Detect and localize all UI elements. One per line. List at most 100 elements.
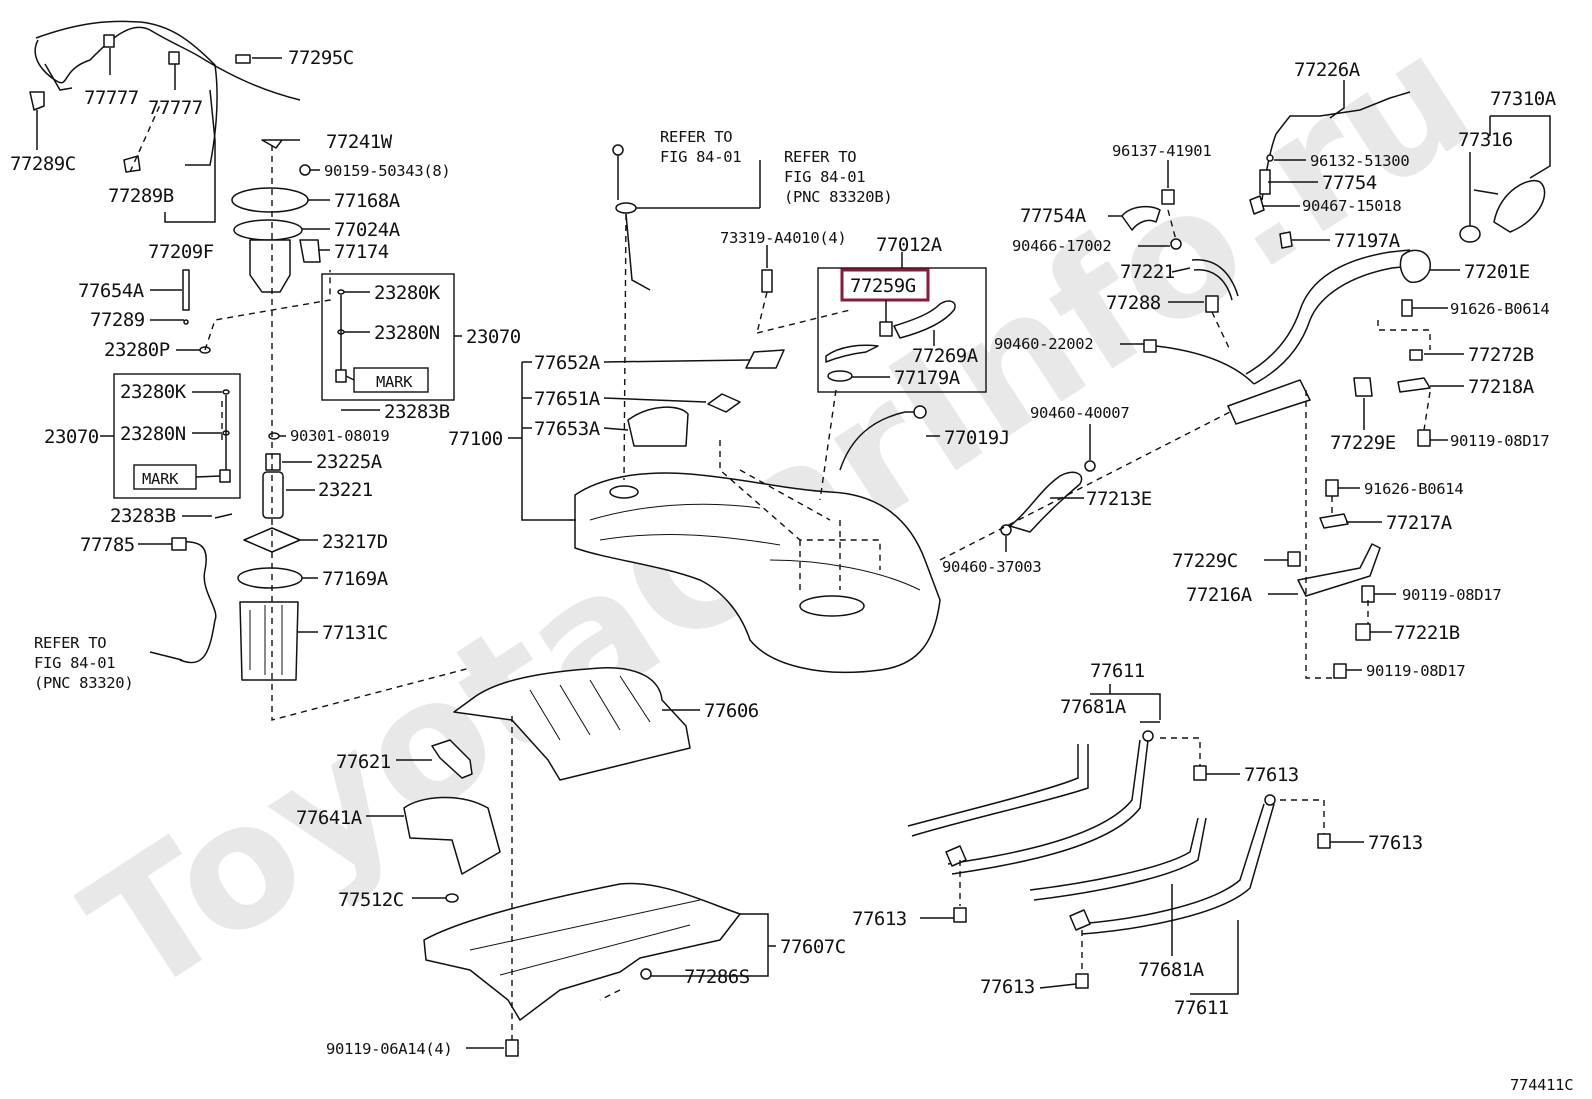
left-leaders — [100, 139, 462, 661]
part-90301 — [268, 432, 280, 440]
refer-note-top-center-line1: REFER TO — [660, 128, 732, 146]
label-77269a: 77269A — [912, 345, 979, 367]
label-77512c: 77512C — [338, 889, 404, 911]
connector-77777a — [44, 63, 73, 91]
mark-leader-b — [195, 475, 221, 478]
label-90159: 90159-50343(8) — [324, 162, 450, 180]
gasket-77024a — [233, 219, 303, 241]
dash-77179a — [819, 389, 837, 501]
label-90119-08d17-c: 90119-08D17 — [1366, 662, 1465, 680]
filler-neck-77201e — [1399, 249, 1431, 284]
label-23217d: 23217D — [322, 531, 388, 553]
leader-77226a — [1329, 80, 1345, 119]
label-77289b: 77289B — [108, 185, 174, 207]
bolt-90119-08d17-c — [1333, 663, 1347, 679]
label-77197a: 77197A — [1334, 230, 1401, 252]
label-77019j: 77019J — [944, 427, 1010, 449]
label-77201e: 77201E — [1464, 261, 1530, 283]
label-77654a: 77654A — [78, 280, 145, 302]
dash-77218a — [1423, 391, 1431, 431]
label-77777b: 77777 — [148, 97, 203, 119]
label-23283b-a: 23283B — [384, 401, 450, 423]
label-77286s: 77286S — [684, 966, 750, 988]
dash-23280p — [204, 270, 331, 351]
label-91626-a: 91626-B0614 — [1450, 300, 1549, 318]
label-77681a-b: 77681A — [1138, 959, 1205, 981]
leader-77613-d — [1039, 983, 1077, 989]
label-77754: 77754 — [1322, 172, 1377, 194]
strap-77611-a — [947, 739, 1149, 875]
mark-label-lower: MARK — [142, 470, 179, 488]
label-23280n-b: 23280N — [120, 423, 186, 445]
part-mark-a — [335, 369, 347, 383]
clip-90467 — [1249, 195, 1265, 215]
clip-77286s — [640, 968, 652, 980]
hose-77213e — [1009, 471, 1083, 533]
leaders-pads — [603, 359, 751, 431]
part-77179a — [827, 370, 853, 382]
dash-77289b — [129, 104, 161, 173]
dash-73319 — [756, 291, 768, 334]
label-77218a: 77218A — [1468, 376, 1535, 398]
label-77100: 77100 — [448, 428, 503, 450]
hose-77019j — [839, 411, 918, 471]
refer-note-left-line2: FIG 84-01 — [34, 654, 115, 672]
clip-90460-37003 — [1000, 524, 1012, 536]
part-23280k-a — [337, 289, 345, 295]
part-23225a — [265, 453, 281, 471]
pad-77652a — [745, 349, 785, 369]
sender-arm — [625, 213, 651, 291]
label-77229e: 77229E — [1330, 432, 1396, 454]
protector-77641a — [403, 796, 501, 875]
label-91626-b: 91626-B0614 — [1364, 480, 1463, 498]
dash-96137 — [1167, 209, 1177, 241]
tank-straps-group — [907, 684, 1364, 995]
protector-group — [366, 667, 776, 1057]
strap-hook-b — [1264, 794, 1276, 806]
fuel-pump-assembly-group — [29, 20, 471, 721]
mark-label-upper: MARK — [376, 373, 413, 391]
label-23070-b: 23070 — [44, 426, 99, 448]
sender-leader — [636, 160, 761, 209]
clip-77777a — [103, 34, 115, 48]
label-77613-b: 77613 — [1368, 832, 1423, 854]
label-77295c: 77295C — [288, 47, 354, 69]
callout-labels: 77295C 77777 77777 77289C 77241W 90159-5… — [10, 47, 1574, 1094]
label-23280p: 23280P — [104, 339, 170, 361]
filler-pipe-a — [1245, 249, 1411, 375]
label-77131c: 77131C — [322, 622, 388, 644]
part-77229e — [1353, 377, 1373, 397]
label-77289c: 77289C — [10, 153, 76, 175]
cup-77131c — [239, 601, 299, 681]
fuel-tank-group — [508, 144, 987, 674]
label-77241w: 77241W — [326, 131, 393, 153]
part-77229c — [1287, 551, 1301, 567]
label-23070-a: 23070 — [466, 326, 521, 348]
label-77221b: 77221B — [1394, 622, 1460, 644]
label-77179a: 77179A — [894, 367, 961, 389]
cap-77310a — [1493, 179, 1546, 233]
label-77217a: 77217A — [1386, 512, 1453, 534]
strap-77611-b — [1077, 803, 1275, 935]
hose-77269a — [893, 300, 956, 339]
leader-77209f — [164, 89, 216, 223]
bolt-sender — [612, 144, 624, 156]
label-77611-a: 77611 — [1090, 660, 1145, 682]
tank-opening — [799, 595, 865, 617]
tank-contours — [589, 503, 921, 591]
dash-91626 — [1377, 320, 1431, 350]
dash-77288 — [1211, 311, 1231, 351]
part-77259g — [879, 321, 893, 337]
connector-77295c — [235, 54, 251, 64]
bracket-ticks — [508, 361, 532, 439]
filler-pipe-group — [939, 80, 1551, 679]
highlight-77259g — [840, 268, 930, 302]
clip-90460-22002 — [1143, 339, 1157, 353]
label-77653a: 77653A — [534, 418, 601, 440]
part-77288 — [1205, 295, 1219, 313]
vent-hose — [1155, 345, 1255, 385]
label-77785: 77785 — [80, 534, 135, 556]
bolt-91626-b — [1325, 479, 1339, 497]
label-90119-08d17-a: 90119-08D17 — [1450, 432, 1549, 450]
